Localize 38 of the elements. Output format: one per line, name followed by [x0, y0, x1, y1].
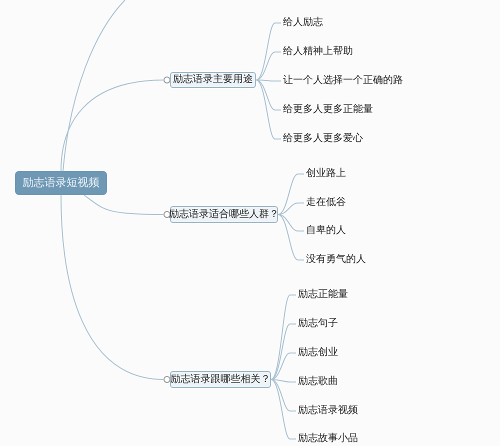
- connector-line: [60, 80, 164, 172]
- connector-line: [256, 52, 282, 80]
- connector-line: [270, 324, 296, 380]
- connector-line: [270, 379, 296, 412]
- connector-line: [270, 379, 296, 440]
- subtopic-text: 自卑的人: [306, 225, 346, 237]
- subtopic-text: 给更多人更多正能量: [283, 104, 373, 116]
- connector-line: [256, 22, 282, 80]
- subtopic-text: 给人励志: [283, 17, 323, 29]
- subtopic-text: 励志歌曲: [298, 376, 338, 388]
- connector-line: [270, 294, 296, 380]
- subtopic-text: 励志故事小品: [298, 433, 358, 445]
- subtopic-text: 走在低谷: [306, 197, 346, 209]
- connector-line: [62, 0, 126, 172]
- connector-line: [278, 174, 304, 215]
- connector-line: [256, 80, 282, 82]
- root-topic-box: 励志语录短视频: [15, 171, 107, 195]
- topic-box: 励志语录跟哪些相关？: [170, 371, 271, 388]
- subtopic-text: 励志正能量: [298, 289, 348, 301]
- topic-box: 励志语录主要用途: [170, 72, 256, 88]
- connector-line: [270, 352, 296, 380]
- connector-line: [278, 214, 304, 260]
- subtopic-text: 没有勇气的人: [306, 254, 366, 266]
- connector-line: [270, 379, 296, 382]
- subtopic-text: 励志语录视频: [298, 405, 358, 417]
- connector-line: [84, 194, 164, 215]
- subtopic-text: 励志句子: [298, 318, 338, 330]
- connector-line: [256, 80, 282, 110]
- connector-line: [60, 194, 164, 380]
- subtopic-text: 让一个人选择一个正确的路: [283, 75, 403, 87]
- connector-line: [256, 80, 282, 140]
- subtopic-text: 给人精神上帮助: [283, 46, 353, 58]
- connector-line: [278, 202, 304, 215]
- subtopic-text: 创业路上: [306, 168, 346, 180]
- subtopic-text: 给更多人更多爱心: [283, 133, 363, 145]
- topic-box: 励志语录适合哪些人群？: [170, 206, 278, 223]
- subtopic-text: 励志创业: [298, 347, 338, 359]
- connector-line: [278, 214, 304, 232]
